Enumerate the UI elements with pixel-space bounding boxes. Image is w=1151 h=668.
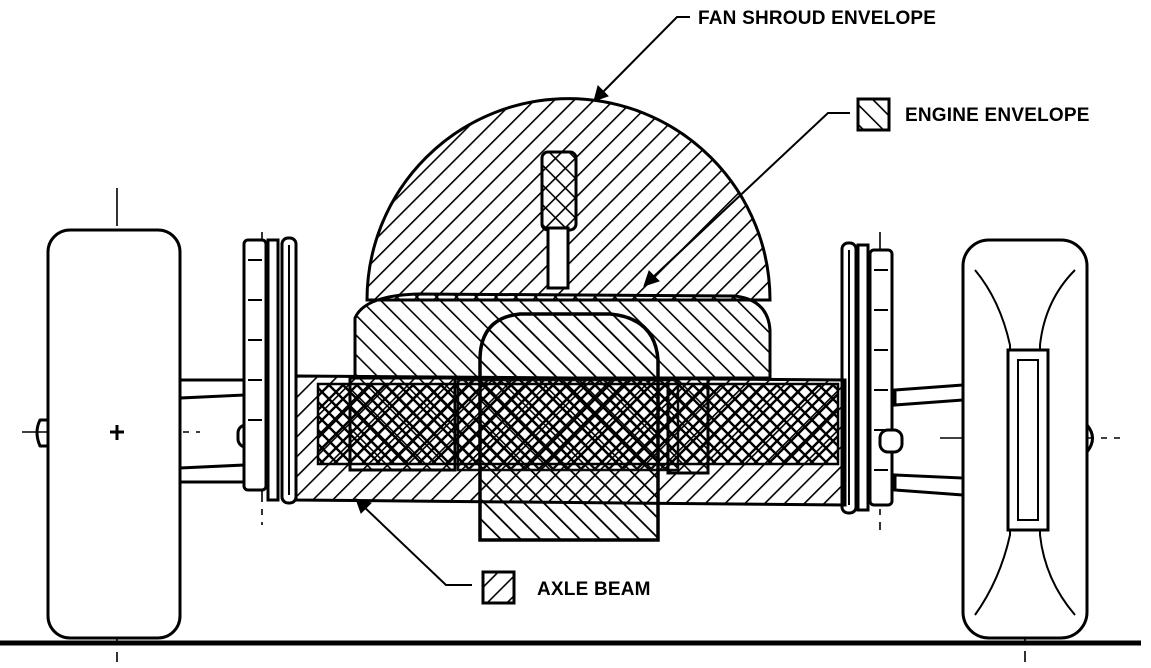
left-spindle [178, 236, 298, 505]
axle-beam-label: AXLE BEAM [537, 579, 651, 600]
fan-shroud-label: FAN SHROUD ENVELOPE [698, 8, 936, 29]
right-spindle [840, 241, 965, 515]
engine-envelope-label: ENGINE ENVELOPE [905, 105, 1090, 126]
engine-legend-swatch [856, 97, 891, 132]
right-wheel [961, 238, 1094, 640]
fan-shroud-envelope [365, 97, 772, 302]
engine-envelope [348, 292, 772, 542]
axle-legend-swatch [481, 570, 516, 605]
left-wheel [35, 228, 182, 640]
leader-lines [355, 16, 850, 586]
